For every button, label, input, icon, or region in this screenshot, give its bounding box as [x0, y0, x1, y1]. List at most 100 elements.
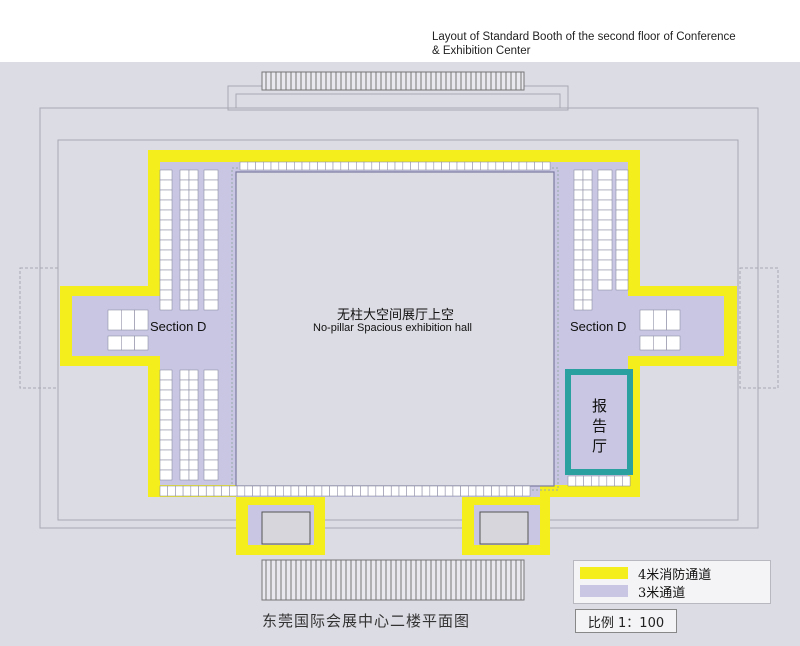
booth [179, 389, 190, 401]
booth [503, 161, 512, 171]
booth [390, 485, 400, 497]
booth [236, 485, 246, 497]
booth [615, 169, 629, 181]
booth [179, 449, 190, 461]
booth [615, 279, 629, 291]
booth [159, 239, 173, 251]
booth [159, 379, 173, 391]
booth [573, 239, 584, 251]
plan-title: 东莞国际会展中心二楼平面图 [262, 612, 471, 630]
booth [573, 249, 584, 261]
booth [582, 209, 593, 221]
booth [332, 161, 342, 171]
booth [159, 299, 173, 311]
booth [179, 299, 190, 311]
booth [179, 459, 190, 471]
booth [582, 259, 593, 271]
booth [221, 485, 230, 497]
booth [159, 429, 173, 441]
booth [573, 189, 584, 201]
booth [590, 475, 600, 487]
booth [188, 189, 199, 201]
booth [460, 485, 469, 497]
booth [179, 169, 190, 181]
booth [355, 161, 365, 171]
booth [573, 229, 584, 241]
booth [597, 259, 613, 271]
booth [179, 369, 190, 381]
booth [615, 269, 629, 281]
booth [188, 249, 199, 261]
booth [379, 161, 388, 171]
booth [666, 309, 681, 331]
booth [159, 169, 173, 181]
booth [159, 219, 173, 231]
booth [188, 299, 199, 311]
booth [179, 219, 190, 231]
booth [456, 161, 466, 171]
booth [203, 269, 219, 281]
booth [421, 485, 431, 497]
booth [621, 475, 631, 487]
booth [313, 485, 323, 497]
booth [159, 485, 168, 497]
legend-swatch-lavender [580, 585, 628, 597]
booth [582, 269, 593, 281]
booth [159, 209, 173, 221]
title-line-2: & Exhibition Center [432, 45, 531, 57]
booth [275, 485, 284, 497]
booth [398, 485, 407, 497]
booth [159, 259, 173, 271]
booth [406, 485, 415, 497]
section-label-left: Section D [150, 319, 207, 334]
booth [203, 449, 219, 461]
booth [597, 239, 613, 251]
booth [203, 429, 219, 441]
booth [639, 309, 654, 331]
booth [352, 485, 361, 497]
booth [306, 485, 315, 497]
booth-grid [107, 161, 681, 497]
booth [203, 219, 219, 231]
booth [582, 189, 593, 201]
booth [188, 399, 199, 411]
booth [597, 189, 613, 201]
booth [262, 161, 272, 171]
booth [159, 399, 173, 411]
booth [582, 169, 593, 181]
booth [573, 259, 584, 271]
booth [491, 485, 500, 497]
booth [179, 379, 190, 391]
booth [573, 199, 584, 211]
booth [615, 229, 629, 241]
booth [483, 485, 492, 497]
booth [179, 199, 190, 211]
booth [652, 335, 667, 351]
booth [203, 249, 219, 261]
booth [573, 289, 584, 301]
scale-box: 比例 1：100 [575, 609, 677, 633]
booth [506, 485, 515, 497]
booth [425, 161, 435, 171]
booth [336, 485, 346, 497]
booth [121, 335, 135, 351]
booth [414, 485, 423, 497]
booth [573, 299, 584, 311]
booth [175, 485, 184, 497]
booth [188, 389, 199, 401]
booth [367, 485, 377, 497]
booth [247, 161, 256, 171]
booth [203, 239, 219, 251]
booth [203, 409, 219, 421]
booth [167, 485, 176, 497]
booth [107, 335, 122, 351]
booth [179, 439, 190, 451]
booth [452, 485, 461, 497]
booth [286, 161, 295, 171]
booth [321, 485, 330, 497]
booth [464, 161, 473, 171]
booth [203, 419, 219, 431]
booth [159, 369, 173, 381]
booth [383, 485, 392, 497]
